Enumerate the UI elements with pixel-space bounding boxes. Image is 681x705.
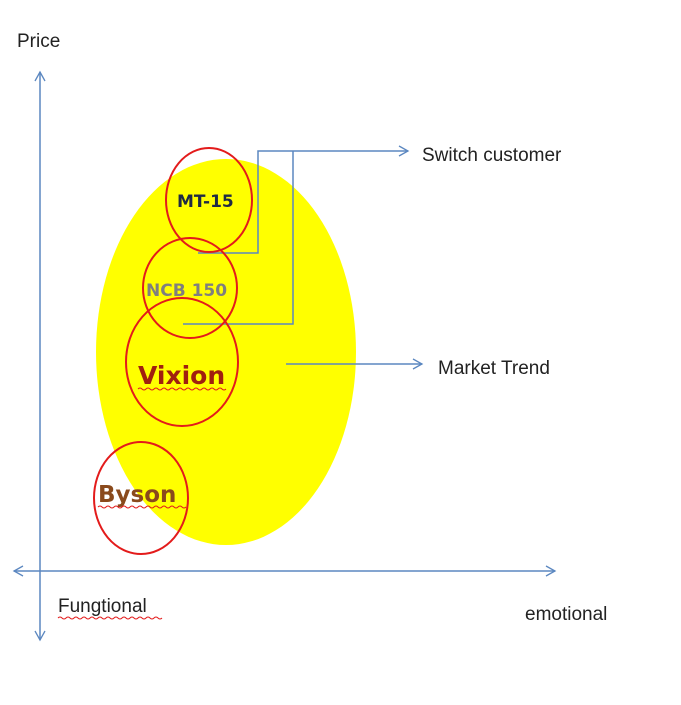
spellcheck-underline-byson [97, 505, 187, 509]
brand-circle-mt15 [165, 147, 253, 253]
brand-circle-vixion [125, 297, 239, 427]
switch-connector-mt15 [198, 145, 410, 254]
x-axis-right-label: emotional [525, 604, 607, 625]
y-axis-label: Price [17, 31, 60, 52]
spellcheck-underline-vixion [137, 387, 227, 391]
market-area-ellipse [96, 159, 356, 545]
brand-label-ncb150: NCB 150 [146, 281, 227, 301]
spellcheck-underline-fungtional [57, 616, 163, 620]
brand-label-byson: Byson [98, 482, 176, 508]
switch-connector-ncb150 [183, 151, 294, 325]
brand-label-mt15: MT-15 [177, 192, 234, 212]
brand-circle-byson [93, 441, 189, 555]
x-axis-left-label: Fungtional [58, 596, 147, 617]
switch-customer-label: Switch customer [422, 145, 562, 166]
market-trend-label: Market Trend [438, 358, 550, 379]
brand-label-vixion: Vixion [138, 361, 225, 390]
brand-circle-ncb150 [142, 237, 238, 339]
